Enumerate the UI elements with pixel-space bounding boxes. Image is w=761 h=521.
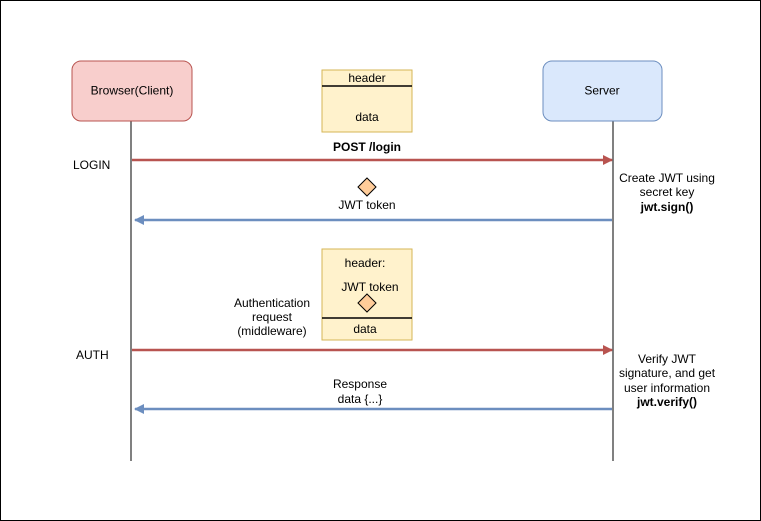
login-packet-data: data bbox=[355, 110, 379, 124]
verify-note: Verify JWT signature, and get user infor… bbox=[619, 352, 716, 409]
participant-client: Browser(Client) bbox=[71, 60, 193, 122]
auth-request-line-2: request bbox=[252, 310, 293, 324]
auth-request-line-3: (middleware) bbox=[237, 324, 306, 338]
verify-note-line-1: Verify JWT bbox=[638, 352, 697, 366]
post-login-label: POST /login bbox=[333, 140, 401, 154]
response-line-2: data {...} bbox=[338, 392, 383, 406]
participant-server-label: Server bbox=[584, 84, 619, 98]
auth-packet-token-label: JWT token bbox=[341, 280, 398, 294]
response-label: Response data {...} bbox=[333, 377, 387, 406]
login-phase-label: LOGIN bbox=[73, 158, 110, 172]
verify-note-line-2: signature, and get bbox=[619, 366, 716, 380]
auth-packet: header: JWT token data bbox=[321, 248, 413, 341]
auth-packet-token-icon bbox=[357, 293, 377, 313]
verify-note-line-3: user information bbox=[624, 381, 710, 395]
jwt-token-label: JWT token bbox=[338, 198, 395, 212]
response-line-1: Response bbox=[333, 377, 387, 391]
auth-packet-data: data bbox=[353, 322, 377, 336]
auth-request-label: Authentication request (middleware) bbox=[234, 296, 310, 338]
jwt-token-icon bbox=[357, 177, 377, 197]
sign-note: Create JWT using secret key jwt.sign() bbox=[619, 171, 715, 214]
auth-packet-header: header: bbox=[345, 256, 386, 270]
auth-request-line-1: Authentication bbox=[234, 296, 310, 310]
participant-server: Server bbox=[542, 60, 663, 122]
sign-note-line-1: Create JWT using bbox=[619, 171, 715, 185]
sign-note-function: jwt.sign() bbox=[640, 200, 694, 214]
verify-note-function: jwt.verify() bbox=[636, 395, 697, 409]
login-packet: header data bbox=[321, 69, 413, 133]
sign-note-line-2: secret key bbox=[640, 185, 695, 199]
auth-phase-label: AUTH bbox=[76, 348, 109, 362]
participant-client-label: Browser(Client) bbox=[91, 84, 174, 98]
login-packet-header: header bbox=[348, 71, 385, 85]
